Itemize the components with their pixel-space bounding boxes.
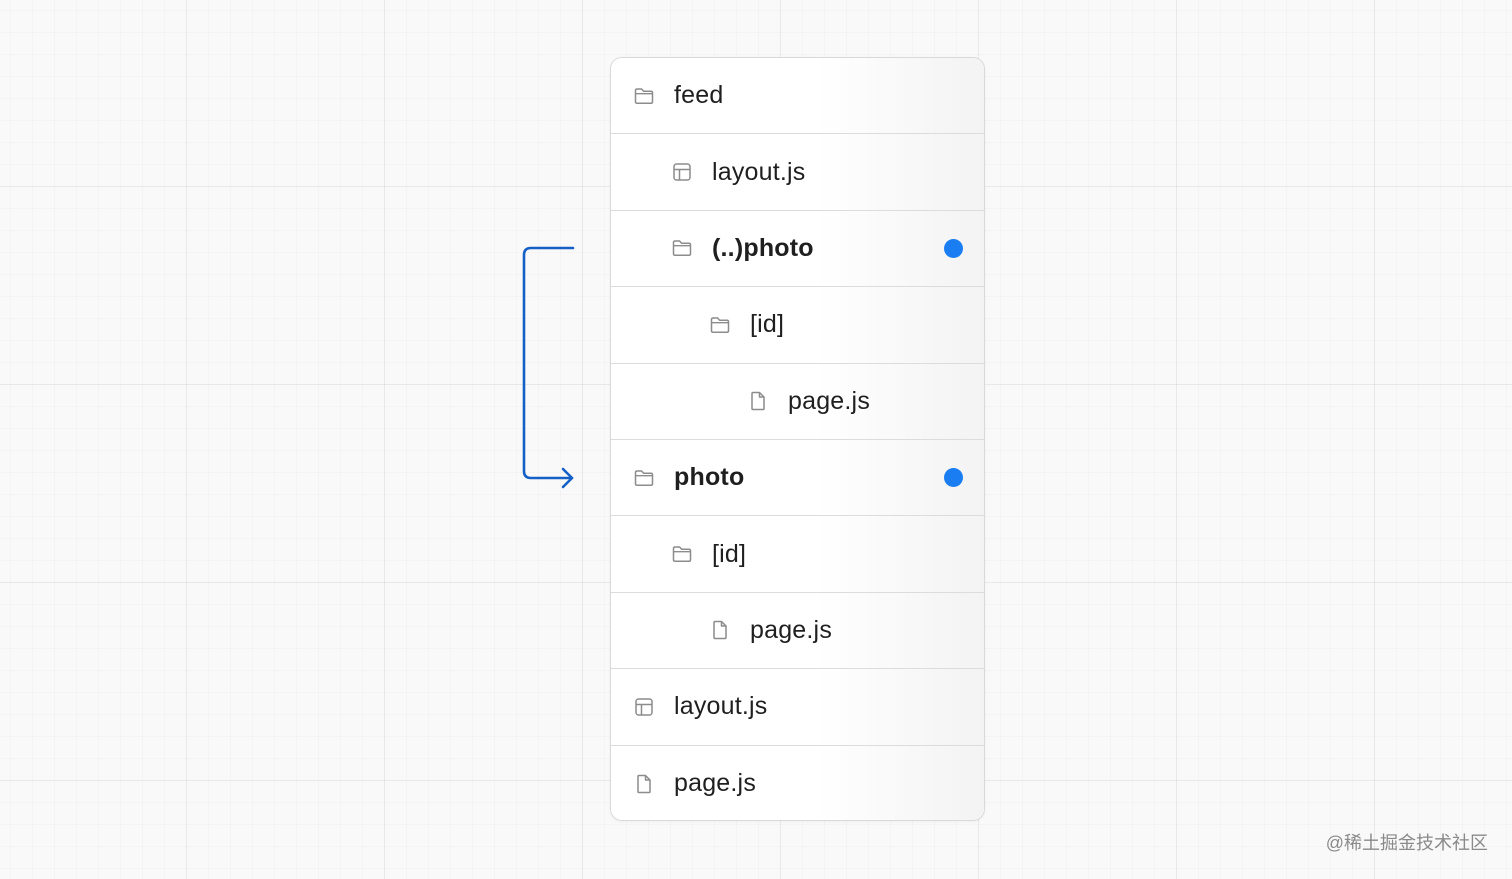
folder-icon <box>633 467 655 489</box>
route-marker-dot <box>944 468 963 488</box>
row-label: photo <box>674 463 745 492</box>
row-label: (..)photo <box>712 233 814 262</box>
intercept-arrow-line <box>522 246 575 480</box>
intercept-arrow <box>522 246 575 489</box>
row-label: feed <box>674 81 724 110</box>
row-label: [id] <box>712 539 747 568</box>
tree-row-root-layout[interactable]: layout.js <box>611 669 984 746</box>
tree-row-intercepting-photo-id[interactable]: [id] <box>611 287 984 364</box>
row-label: layout.js <box>674 692 768 721</box>
folder-icon <box>633 85 655 107</box>
row-label: layout.js <box>712 157 806 186</box>
row-label: page.js <box>750 615 833 644</box>
tree-row-feed-layout[interactable]: layout.js <box>611 134 984 211</box>
folder-icon <box>671 237 693 259</box>
file-icon <box>633 773 655 795</box>
tree-row-feed[interactable]: feed <box>611 58 984 135</box>
tree-row-photo-id-page[interactable]: page.js <box>611 592 984 670</box>
tree-row-intercepting-photo-page[interactable]: page.js <box>611 363 984 440</box>
file-icon <box>709 619 731 641</box>
tree-row-photo-id[interactable]: [id] <box>611 516 984 593</box>
tree-row-root-page[interactable]: page.js <box>611 745 984 820</box>
watermark: @稀土掘金技术社区 <box>1325 833 1488 853</box>
layout-icon <box>671 161 693 183</box>
arrow-head-icon <box>561 467 574 489</box>
tree-row-photo[interactable]: photo <box>611 439 984 517</box>
file-tree: feed layout.js (..)photo [id] page.js ph… <box>610 57 985 821</box>
row-label: page.js <box>674 769 757 798</box>
folder-icon <box>671 543 693 565</box>
tree-row-intercepting-photo[interactable]: (..)photo <box>611 210 984 288</box>
layout-icon <box>633 696 655 718</box>
file-icon <box>747 390 769 412</box>
row-label: page.js <box>788 386 871 415</box>
route-marker-dot <box>944 238 963 258</box>
folder-icon <box>709 314 731 336</box>
row-label: [id] <box>750 310 785 339</box>
